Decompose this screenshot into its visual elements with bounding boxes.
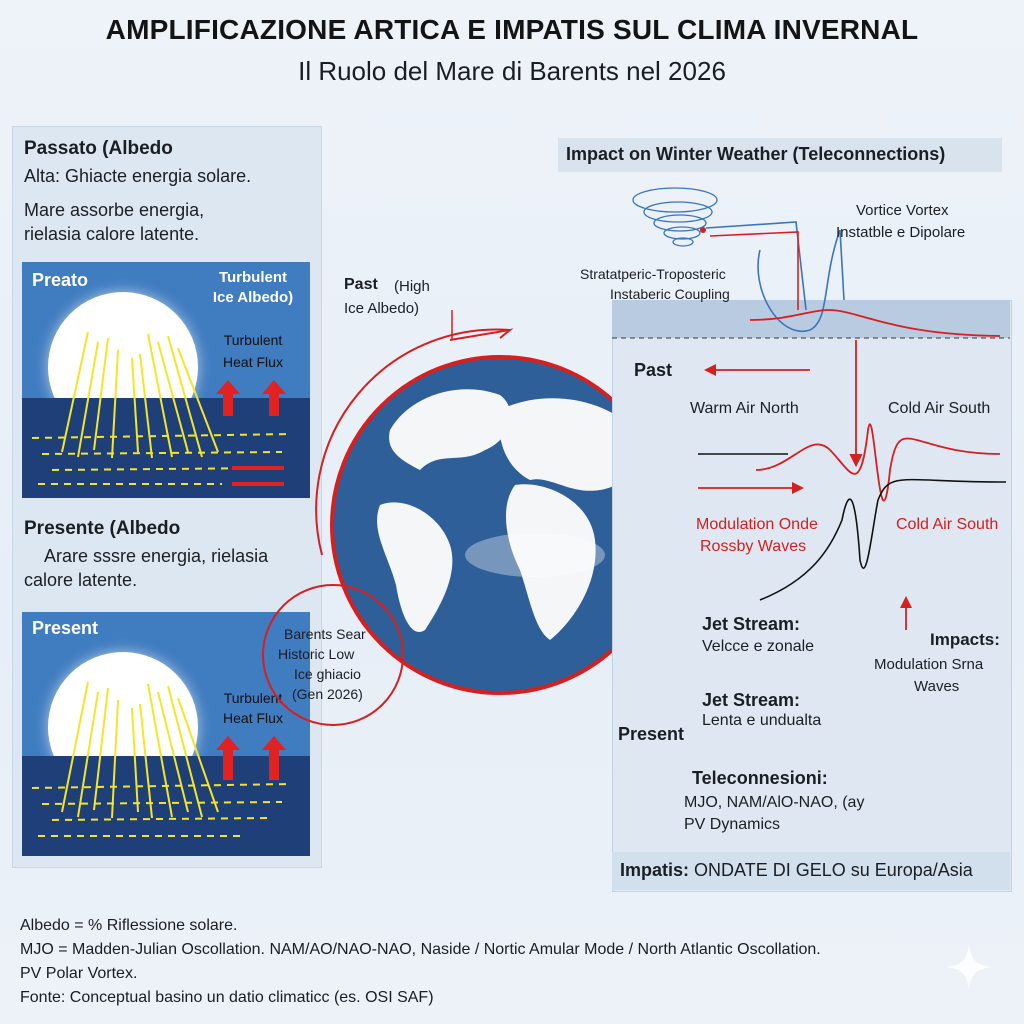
heat-flux-arrow-stem xyxy=(269,394,279,416)
footer-line4: Fonte: Conceptual basino un datio climat… xyxy=(20,989,434,1006)
heat-flux-arrow-stem xyxy=(223,394,233,416)
tele-text-a: MJO, NAM/AlO-NAO, (ay xyxy=(684,794,865,811)
past-line2a: Mare assorbe energia, xyxy=(24,200,205,220)
center-past: Past xyxy=(344,276,378,293)
jet1-text: Velcce e zonale xyxy=(702,638,815,655)
coupling-label-b: Instaberic Coupling xyxy=(610,286,730,302)
present-scene-flux-b: Heat Flux xyxy=(223,710,283,726)
impatis-text: ONDATE DI GELO su Europa/Asia xyxy=(694,860,973,880)
past-line2b: rielasia calore latente. xyxy=(24,224,200,244)
globe-graphic xyxy=(315,310,670,695)
barents-label-d: (Gen 2026) xyxy=(292,686,363,702)
heat-flux-arrow-icon xyxy=(262,380,286,394)
heat-flux-arrow-icon xyxy=(216,380,240,394)
teleconnection-panel xyxy=(612,300,1012,892)
page-title: AMPLIFICAZIONE ARTICA E IMPATIS SUL CLIM… xyxy=(105,14,919,45)
jet2-title: Jet Stream: xyxy=(702,690,801,710)
right-present: Present xyxy=(618,724,685,744)
tele-text-b: PV Dynamics xyxy=(684,816,781,833)
center-past-albedo: Ice Albedo) xyxy=(344,300,420,317)
footer-line2: MJO = Madden-Julian Oscollation. NAM/AO/… xyxy=(20,941,821,958)
present-heading: Presente (Albedo xyxy=(24,518,181,539)
footer-line1: Albedo = % Riflessione solare. xyxy=(20,917,238,934)
past-scene-ice-a: Turbulent xyxy=(218,269,288,286)
past-scene-title: Preato xyxy=(32,270,89,290)
present-line1: Arare sssre energia, rielasia xyxy=(44,546,269,566)
impatis-bar xyxy=(612,852,1010,890)
impacts-title: Impacts: xyxy=(930,630,1000,649)
cold-air-south-top: Cold Air South xyxy=(888,400,991,417)
past-scene-ice-b: Ice Albedo) xyxy=(212,289,294,306)
stratosphere-band xyxy=(612,300,1010,338)
right-header: Impact on Winter Weather (Teleconnection… xyxy=(566,144,946,164)
cold-air-south-red: Cold Air South xyxy=(896,516,999,533)
heat-flux-arrow-icon xyxy=(216,736,240,750)
tele-title: Teleconnesioni: xyxy=(692,768,828,788)
center-past-high: (High xyxy=(394,278,430,295)
modulation-label-a: Modulation Onde xyxy=(696,516,818,533)
past-scene-flux-b: Heat Flux xyxy=(223,354,283,370)
present-line2: calore latente. xyxy=(24,570,138,590)
past-scene: Preato Turbulent Ice Albedo) Turbulent H… xyxy=(22,262,310,498)
teleconnection-diagram xyxy=(612,187,1010,630)
present-scene-flux-a: Turbulent xyxy=(223,690,283,706)
past-line1: Alta: Ghiacte energia solare. xyxy=(24,166,252,186)
past-rays xyxy=(31,331,293,486)
impacts-label-b: Waves xyxy=(914,678,960,695)
past-scene-flux-a: Turbulent xyxy=(223,332,283,348)
vortex-label-b: Instatble e Dipolare xyxy=(836,224,966,241)
present-rays xyxy=(31,681,293,837)
impatis-line: Impatis: ONDATE DI GELO su Europa/Asia xyxy=(620,860,973,881)
impacts-label-a: Modulation Srna xyxy=(874,656,984,673)
present-scene-title: Present xyxy=(32,618,99,638)
right-header-bar xyxy=(558,138,1002,172)
past-heading: Passato (Albedo xyxy=(24,138,173,159)
footer-notes: Albedo = % Riflessione solare. MJO = Mad… xyxy=(20,914,1010,1010)
vortex-label-a: Vortice Vortex xyxy=(856,202,949,219)
heat-flux-arrow-icon xyxy=(262,736,286,750)
footer-line3: PV Polar Vortex. xyxy=(20,965,138,982)
coupling-label-a: Stratatperic-Troposteric xyxy=(580,266,726,282)
right-past: Past xyxy=(634,360,673,380)
sparkle-icon xyxy=(946,944,992,990)
heat-flux-arrow-stem xyxy=(269,750,279,780)
impatis-bold: Impatis: xyxy=(620,860,690,880)
jet2-text: Lenta e undualta xyxy=(702,712,822,729)
page-subtitle: Il Ruolo del Mare di Barents nel 2026 xyxy=(298,56,726,86)
heat-flux-arrow-stem xyxy=(223,750,233,780)
jet1-title: Jet Stream: xyxy=(702,614,801,634)
barents-label-c: Ice ghiacio xyxy=(294,666,361,682)
barents-label-b: Historic Low xyxy=(278,646,355,662)
barents-sea-highlight xyxy=(262,584,404,726)
modulation-label-b: Rossby Waves xyxy=(700,538,807,555)
warm-air-north: Warm Air North xyxy=(690,400,799,417)
barents-label-a: Barents Sear xyxy=(284,626,366,642)
